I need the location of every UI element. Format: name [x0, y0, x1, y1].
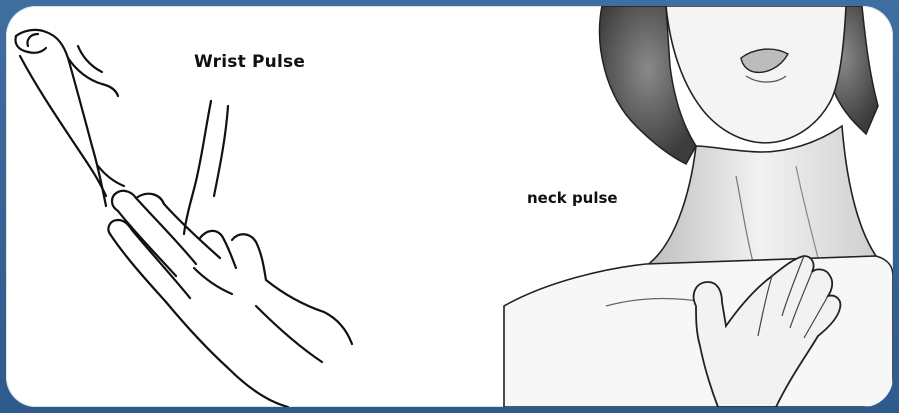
wrist-pulse-label: Wrist Pulse: [194, 52, 305, 72]
illustration-canvas: [6, 6, 893, 407]
neck-pulse-label: neck pulse: [527, 189, 618, 207]
wrist-hand-illustration: [16, 30, 353, 407]
diagram-card: Wrist Pulse neck pulse: [6, 6, 893, 407]
